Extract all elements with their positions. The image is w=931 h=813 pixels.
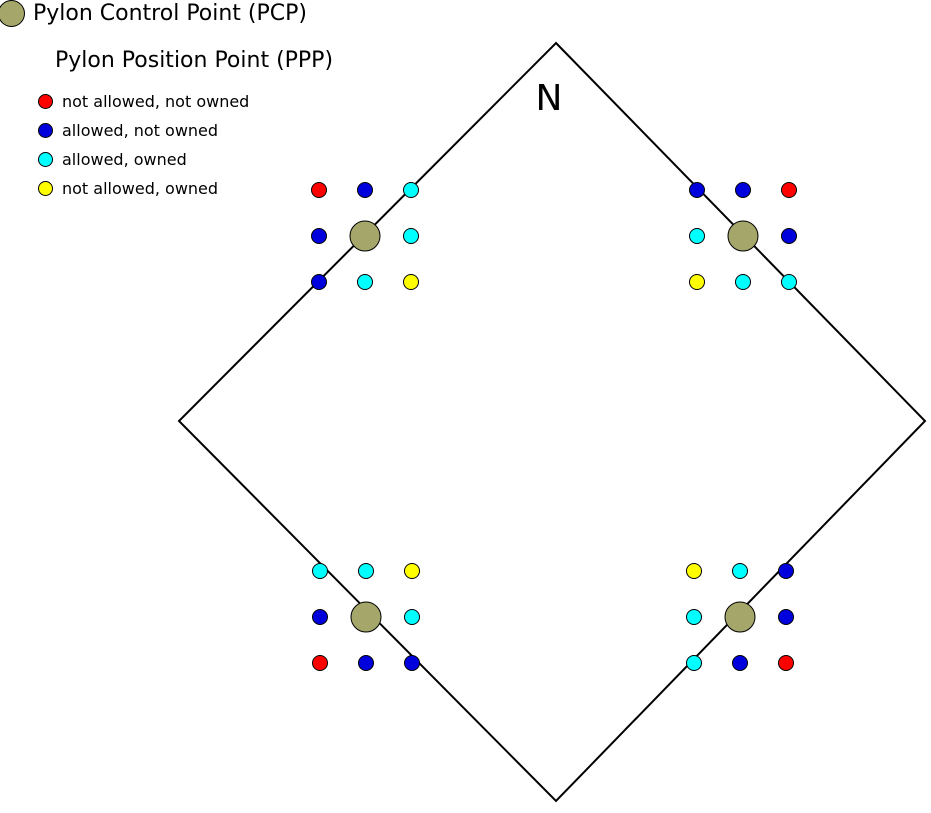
ppp-dot-yellow [403, 274, 419, 290]
ppp-dot-cyan [732, 563, 748, 579]
pcp-legend-icon [0, 0, 25, 27]
red-dot-icon [38, 94, 53, 109]
ppp-legend-heading: Pylon Position Point (PPP) [55, 48, 334, 73]
ppp-dot-cyan [781, 274, 797, 290]
ppp-dot-cyan [358, 563, 374, 579]
ppp-dot-yellow [689, 274, 705, 290]
ppp-dot-blue [312, 609, 328, 625]
pylon-cluster-bottom-right [686, 563, 794, 671]
boundary-diamond [177, 41, 927, 803]
legend-item-label: not allowed, not owned [62, 92, 250, 111]
ppp-dot-blue [358, 655, 374, 671]
ppp-dot-cyan [357, 274, 373, 290]
legend-item-label: allowed, not owned [62, 121, 219, 140]
ppp-dot-cyan [686, 609, 702, 625]
ppp-dot-yellow [686, 563, 702, 579]
ppp-dot-yellow [404, 563, 420, 579]
ppp-dot-blue [404, 655, 420, 671]
ppp-dot-red [781, 182, 797, 198]
pylon-cluster-bottom-left [312, 563, 420, 671]
cluster-layer [311, 182, 797, 671]
ppp-dot-blue [357, 182, 373, 198]
blue-dot-icon [38, 123, 53, 138]
pylon-cluster-top-left [311, 182, 419, 290]
ppp-dot-red [312, 655, 328, 671]
pcp-dot-bottom-left [350, 601, 382, 633]
legend-item-red: not allowed, not owned [38, 87, 249, 116]
ppp-dot-blue [311, 274, 327, 290]
ppp-dot-red [311, 182, 327, 198]
ppp-dot-cyan [312, 563, 328, 579]
ppp-dot-blue [735, 182, 751, 198]
ppp-dot-cyan [403, 182, 419, 198]
compass-north-label: N [536, 78, 563, 119]
pcp-dot-top-left [349, 220, 381, 252]
legend-pcp-row: Pylon Control Point (PCP) [0, 0, 307, 27]
ppp-dot-blue [311, 228, 327, 244]
pcp-legend-label: Pylon Control Point (PCP) [33, 1, 307, 26]
ppp-dot-red [778, 655, 794, 671]
cyan-dot-icon [38, 152, 53, 167]
ppp-dot-cyan [689, 228, 705, 244]
legend-item-blue: allowed, not owned [38, 116, 249, 145]
yellow-dot-icon [38, 181, 53, 196]
legend-item-cyan: allowed, owned [38, 145, 249, 174]
ppp-dot-blue [778, 609, 794, 625]
ppp-dot-blue [689, 182, 705, 198]
legend-item-label: allowed, owned [62, 150, 187, 169]
ppp-dot-cyan [686, 655, 702, 671]
pylon-cluster-top-right [689, 182, 797, 290]
ppp-dot-blue [781, 228, 797, 244]
legend-item-yellow: not allowed, owned [38, 174, 249, 203]
ppp-dot-blue [778, 563, 794, 579]
ppp-dot-blue [732, 655, 748, 671]
ppp-dot-cyan [404, 609, 420, 625]
pcp-dot-top-right [727, 220, 759, 252]
ppp-dot-cyan [403, 228, 419, 244]
legend-items: not allowed, not owned allowed, not owned… [38, 87, 249, 203]
legend-item-label: not allowed, owned [62, 179, 219, 198]
pcp-dot-bottom-right [724, 601, 756, 633]
ppp-dot-cyan [735, 274, 751, 290]
